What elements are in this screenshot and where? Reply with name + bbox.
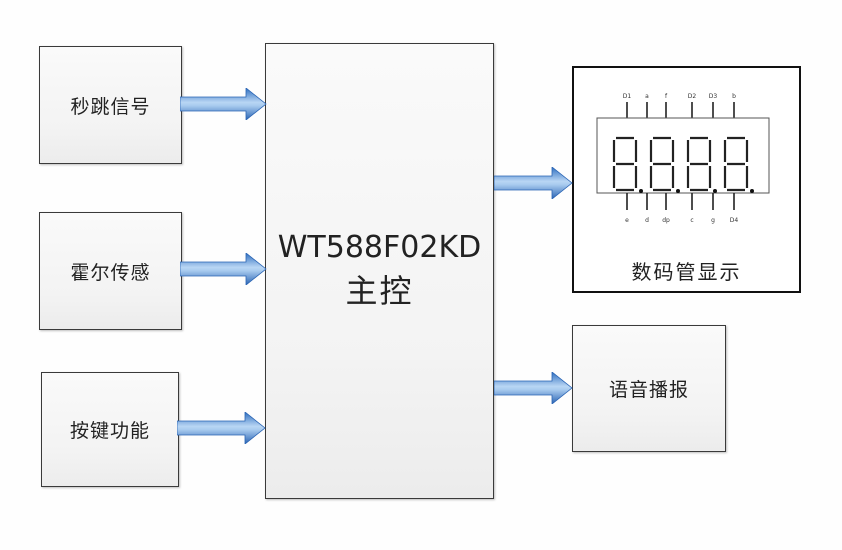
display-box: D1 a f D2 D3 b e d dp c g D4 数码管显示 (572, 66, 801, 293)
pin: D1 (623, 93, 632, 118)
decimal-point (676, 189, 680, 193)
pin-label: D4 (730, 217, 739, 224)
arrow-controller-to-display (494, 167, 573, 199)
display-label: 数码管显示 (631, 260, 742, 284)
arrow-second-to-controller (180, 88, 267, 120)
arrow-controller-to-voice (494, 372, 573, 404)
decimal-point (713, 189, 717, 193)
pin: D4 (730, 193, 739, 224)
top-pins: D1 a f D2 D3 b (623, 93, 736, 118)
pin-label: D3 (709, 93, 718, 100)
decimal-point (639, 189, 643, 193)
pin-label: dp (662, 217, 670, 224)
pin-label: g (711, 217, 715, 224)
pin-label: D2 (688, 93, 697, 100)
arrow-key-to-controller (177, 412, 266, 444)
voice-box: 语音播报 (572, 325, 726, 452)
pin: g (711, 193, 715, 224)
controller-model: WT588F02KD (277, 230, 482, 265)
pin: D3 (709, 93, 718, 118)
display-frame (596, 117, 770, 194)
pin: D2 (688, 93, 697, 118)
pin: e (625, 193, 629, 224)
pin: a (645, 93, 649, 118)
digit (612, 136, 643, 193)
pin-label: c (690, 217, 693, 224)
pin: c (690, 193, 694, 224)
pin-label: b (732, 93, 736, 100)
pin: f (665, 93, 668, 118)
input-label: 秒跳信号 (70, 95, 151, 118)
pin-label: a (645, 93, 649, 100)
pin: b (732, 93, 736, 118)
input-label: 霍尔传感 (70, 261, 151, 284)
voice-label: 语音播报 (608, 379, 689, 401)
controller-box: WT588F02KD 主控 (265, 43, 494, 499)
pin-label: D1 (623, 93, 632, 100)
input-box-key-function: 按键功能 (41, 372, 179, 487)
pin-label: d (645, 217, 649, 224)
input-box-second-signal: 秒跳信号 (39, 46, 182, 164)
controller-role: 主控 (345, 272, 414, 310)
decimal-point (750, 189, 754, 193)
input-box-hall-sensor: 霍尔传感 (39, 212, 182, 330)
arrow-hall-to-controller (180, 253, 267, 285)
pin-label: e (625, 217, 629, 224)
pin: dp (662, 193, 670, 224)
bottom-pins: e d dp c g D4 (625, 193, 738, 224)
seven-segment-display: D1 a f D2 D3 b e d dp c g D4 (596, 93, 770, 224)
pin: d (645, 193, 649, 224)
digit (649, 136, 680, 193)
pin-label: f (665, 93, 668, 100)
digit (723, 136, 754, 193)
digits (612, 136, 754, 193)
digit (686, 136, 717, 193)
input-label: 按键功能 (69, 420, 150, 442)
